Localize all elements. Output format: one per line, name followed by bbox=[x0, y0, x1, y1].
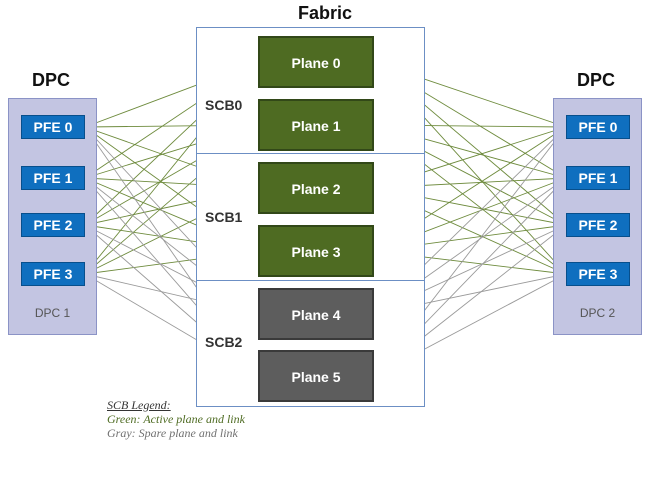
scb-separator bbox=[196, 280, 425, 281]
plane-0: Plane 0 bbox=[258, 36, 374, 88]
legend-spare: Gray: Spare plane and link bbox=[107, 426, 238, 440]
scb-separator bbox=[196, 153, 425, 154]
right-pfe-2: PFE 2 bbox=[566, 213, 630, 237]
fabric-box bbox=[196, 27, 425, 407]
right-dpc-label: DPC 2 bbox=[579, 306, 616, 320]
plane-3: Plane 3 bbox=[258, 225, 374, 277]
right-pfe-1: PFE 1 bbox=[566, 166, 630, 190]
left-dpc-label: DPC 1 bbox=[34, 306, 71, 320]
legend-title: SCB Legend: bbox=[107, 398, 171, 412]
right-dpc-title: DPC bbox=[576, 70, 615, 90]
right-pfe-0: PFE 0 bbox=[566, 115, 630, 139]
left-pfe-0: PFE 0 bbox=[21, 115, 85, 139]
scb-label: SCB0 bbox=[205, 97, 243, 113]
plane-2: Plane 2 bbox=[258, 162, 374, 214]
left-dpc-title: DPC bbox=[31, 70, 70, 90]
left-pfe-1: PFE 1 bbox=[21, 166, 85, 190]
plane-1: Plane 1 bbox=[258, 99, 374, 151]
legend-active: Green: Active plane and link bbox=[107, 412, 245, 426]
left-pfe-3: PFE 3 bbox=[21, 262, 85, 286]
scb-label: SCB2 bbox=[205, 334, 243, 350]
right-pfe-3: PFE 3 bbox=[566, 262, 630, 286]
plane-5: Plane 5 bbox=[258, 350, 374, 402]
left-pfe-2: PFE 2 bbox=[21, 213, 85, 237]
legend: SCB Legend: Green: Active plane and link… bbox=[107, 398, 245, 440]
plane-4: Plane 4 bbox=[258, 288, 374, 340]
fabric-title: Fabric bbox=[297, 3, 353, 23]
scb-label: SCB1 bbox=[205, 209, 243, 225]
